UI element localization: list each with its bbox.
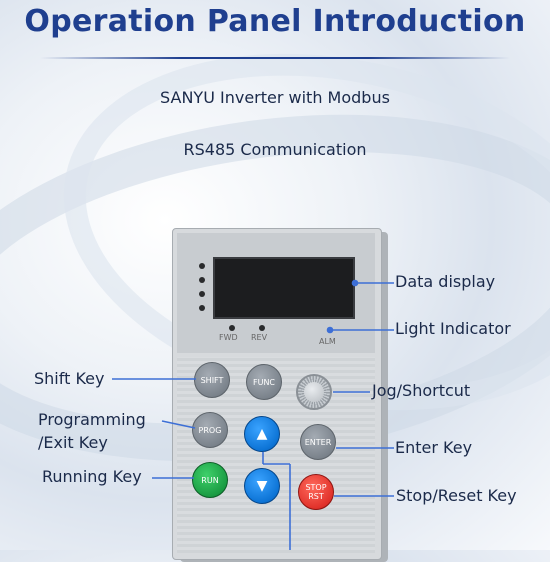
rev-led	[259, 325, 265, 331]
callout-light-indicator: Light Indicator	[395, 319, 511, 338]
status-led	[199, 263, 205, 269]
callout-programming: Programming	[38, 410, 146, 429]
rst-key-label: RST	[308, 492, 324, 501]
data-display-dot	[351, 279, 359, 287]
up-key[interactable]: ▲	[244, 416, 280, 452]
fwd-label: FWD	[219, 333, 238, 342]
callout-shift-key: Shift Key	[34, 369, 105, 388]
callout-enter-key: Enter Key	[395, 438, 473, 457]
stop-reset-key[interactable]: STOP RST	[298, 474, 334, 510]
callout-stop-reset-key: Stop/Reset Key	[396, 486, 517, 505]
page-title: Operation Panel Introduction	[24, 4, 526, 39]
jog-knob[interactable]	[296, 374, 332, 410]
fwd-led	[229, 325, 235, 331]
status-led	[199, 277, 205, 283]
callout-jog-shortcut: Jog/Shortcut	[372, 381, 471, 400]
subtitle-line-1: SANYU Inverter with Modbus	[160, 88, 390, 107]
status-led	[199, 291, 205, 297]
status-led	[199, 305, 205, 311]
callout-data-display: Data display	[395, 272, 496, 291]
subtitle-line-2: RS485 Communication	[183, 140, 367, 159]
enter-key[interactable]: ENTER	[300, 424, 336, 460]
shift-key[interactable]: SHIFT	[194, 362, 230, 398]
func-key[interactable]: FUNC	[246, 364, 282, 400]
programming-line	[161, 420, 196, 429]
stop-key-label: STOP	[305, 483, 327, 492]
prog-key[interactable]: PROG	[192, 412, 228, 448]
title-divider	[40, 57, 510, 59]
light-indicator-dot	[326, 326, 334, 334]
callout-running-key: Running Key	[42, 467, 142, 486]
data-display	[213, 257, 355, 319]
rev-label: REV	[251, 333, 268, 342]
alm-label: ALM	[319, 337, 336, 346]
callout-lines	[112, 279, 394, 550]
jog-knob-cap	[304, 382, 324, 402]
run-key[interactable]: RUN	[192, 462, 228, 498]
callout-exit-key: /Exit Key	[38, 433, 108, 452]
down-key[interactable]: ▼	[244, 468, 280, 504]
